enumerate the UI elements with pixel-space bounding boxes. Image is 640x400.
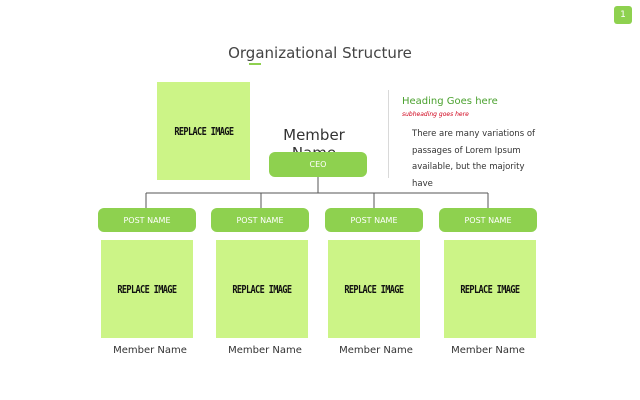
- member-post-box: POST NAME: [325, 208, 423, 232]
- member-post-label: POST NAME: [123, 215, 171, 225]
- member-image-label: REPLACE IMAGE: [232, 282, 292, 296]
- member-post-label: POST NAME: [236, 215, 284, 225]
- member-image-placeholder[interactable]: REPLACE IMAGE: [216, 240, 308, 338]
- page-number-badge: 1: [614, 6, 632, 24]
- member-image-label: REPLACE IMAGE: [460, 282, 520, 296]
- member-name: Member Name: [113, 345, 187, 356]
- ceo-post-box: CEO: [269, 152, 367, 177]
- member-post-box: POST NAME: [439, 208, 537, 232]
- member-name: Member Name: [228, 345, 302, 356]
- member-post-label: POST NAME: [350, 215, 398, 225]
- member-post-label: POST NAME: [464, 215, 512, 225]
- member-image-placeholder[interactable]: REPLACE IMAGE: [328, 240, 420, 338]
- info-heading: Heading Goes here: [402, 96, 498, 107]
- member-post-box: POST NAME: [98, 208, 196, 232]
- info-body-line: passages of Lorem Ipsum: [412, 145, 521, 156]
- info-subheading: subheading goes here: [402, 111, 469, 118]
- member-image-placeholder[interactable]: REPLACE IMAGE: [444, 240, 536, 338]
- info-body-line: available, but the majority have: [412, 162, 525, 189]
- member-name: Member Name: [451, 345, 525, 356]
- vertical-divider: [388, 90, 389, 178]
- title-underline: [249, 63, 261, 65]
- member-image-label: REPLACE IMAGE: [344, 282, 404, 296]
- ceo-image-label: REPLACE IMAGE: [173, 124, 234, 138]
- ceo-image-placeholder[interactable]: REPLACE IMAGE: [157, 82, 250, 180]
- member-image-placeholder[interactable]: REPLACE IMAGE: [101, 240, 193, 338]
- member-post-box: POST NAME: [211, 208, 309, 232]
- member-name: Member Name: [339, 345, 413, 356]
- ceo-post-label: CEO: [309, 160, 327, 169]
- info-body-line: There are many variations of: [412, 129, 536, 139]
- page-title: Organizational Structure: [228, 44, 412, 62]
- info-body-text: There are many variations of passages of…: [412, 126, 542, 192]
- member-image-label: REPLACE IMAGE: [117, 282, 177, 296]
